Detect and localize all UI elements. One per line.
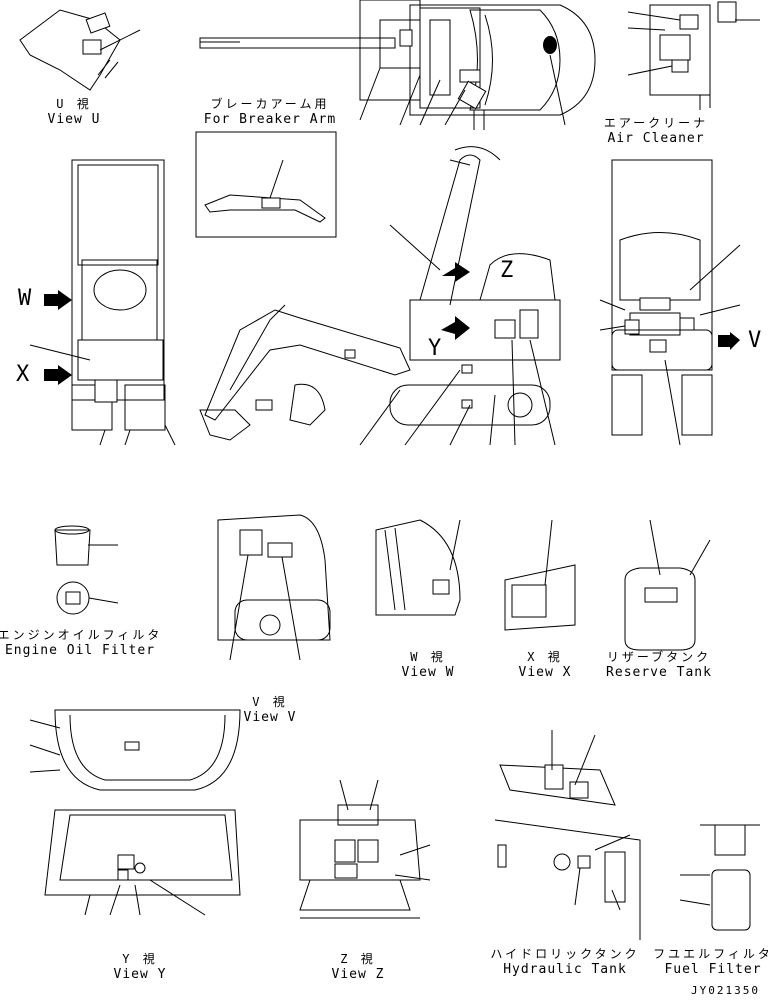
view-marker-x: X — [16, 362, 30, 387]
view-u-drawing — [19, 9, 141, 91]
view-z-drawing — [299, 779, 431, 919]
view-w-drawing — [375, 519, 461, 616]
breaker-arm-drawing — [195, 131, 337, 238]
front-view-left-drawing — [29, 159, 176, 446]
top-view-drawing — [199, 0, 596, 130]
view-marker-w: W — [18, 286, 32, 311]
air-cleaner-drawing — [627, 1, 760, 110]
engine-oil-filter-drawing — [54, 525, 119, 615]
view-y-drawing — [29, 709, 241, 916]
drawing-code: JY021350 — [691, 984, 760, 997]
side-view-drawing — [199, 146, 561, 446]
view-v-drawing — [217, 514, 331, 661]
view-marker-z: Z — [500, 258, 514, 283]
hydraulic-tank-drawing — [494, 730, 641, 940]
view-marker-v: V — [748, 328, 762, 353]
reserve-tank-drawing — [624, 519, 711, 651]
view-marker-y: Y — [428, 336, 442, 361]
arrows-left — [44, 290, 72, 385]
view-x-drawing — [504, 519, 576, 631]
fuel-filter-drawing — [679, 824, 760, 931]
rear-view-right-drawing — [599, 159, 741, 446]
